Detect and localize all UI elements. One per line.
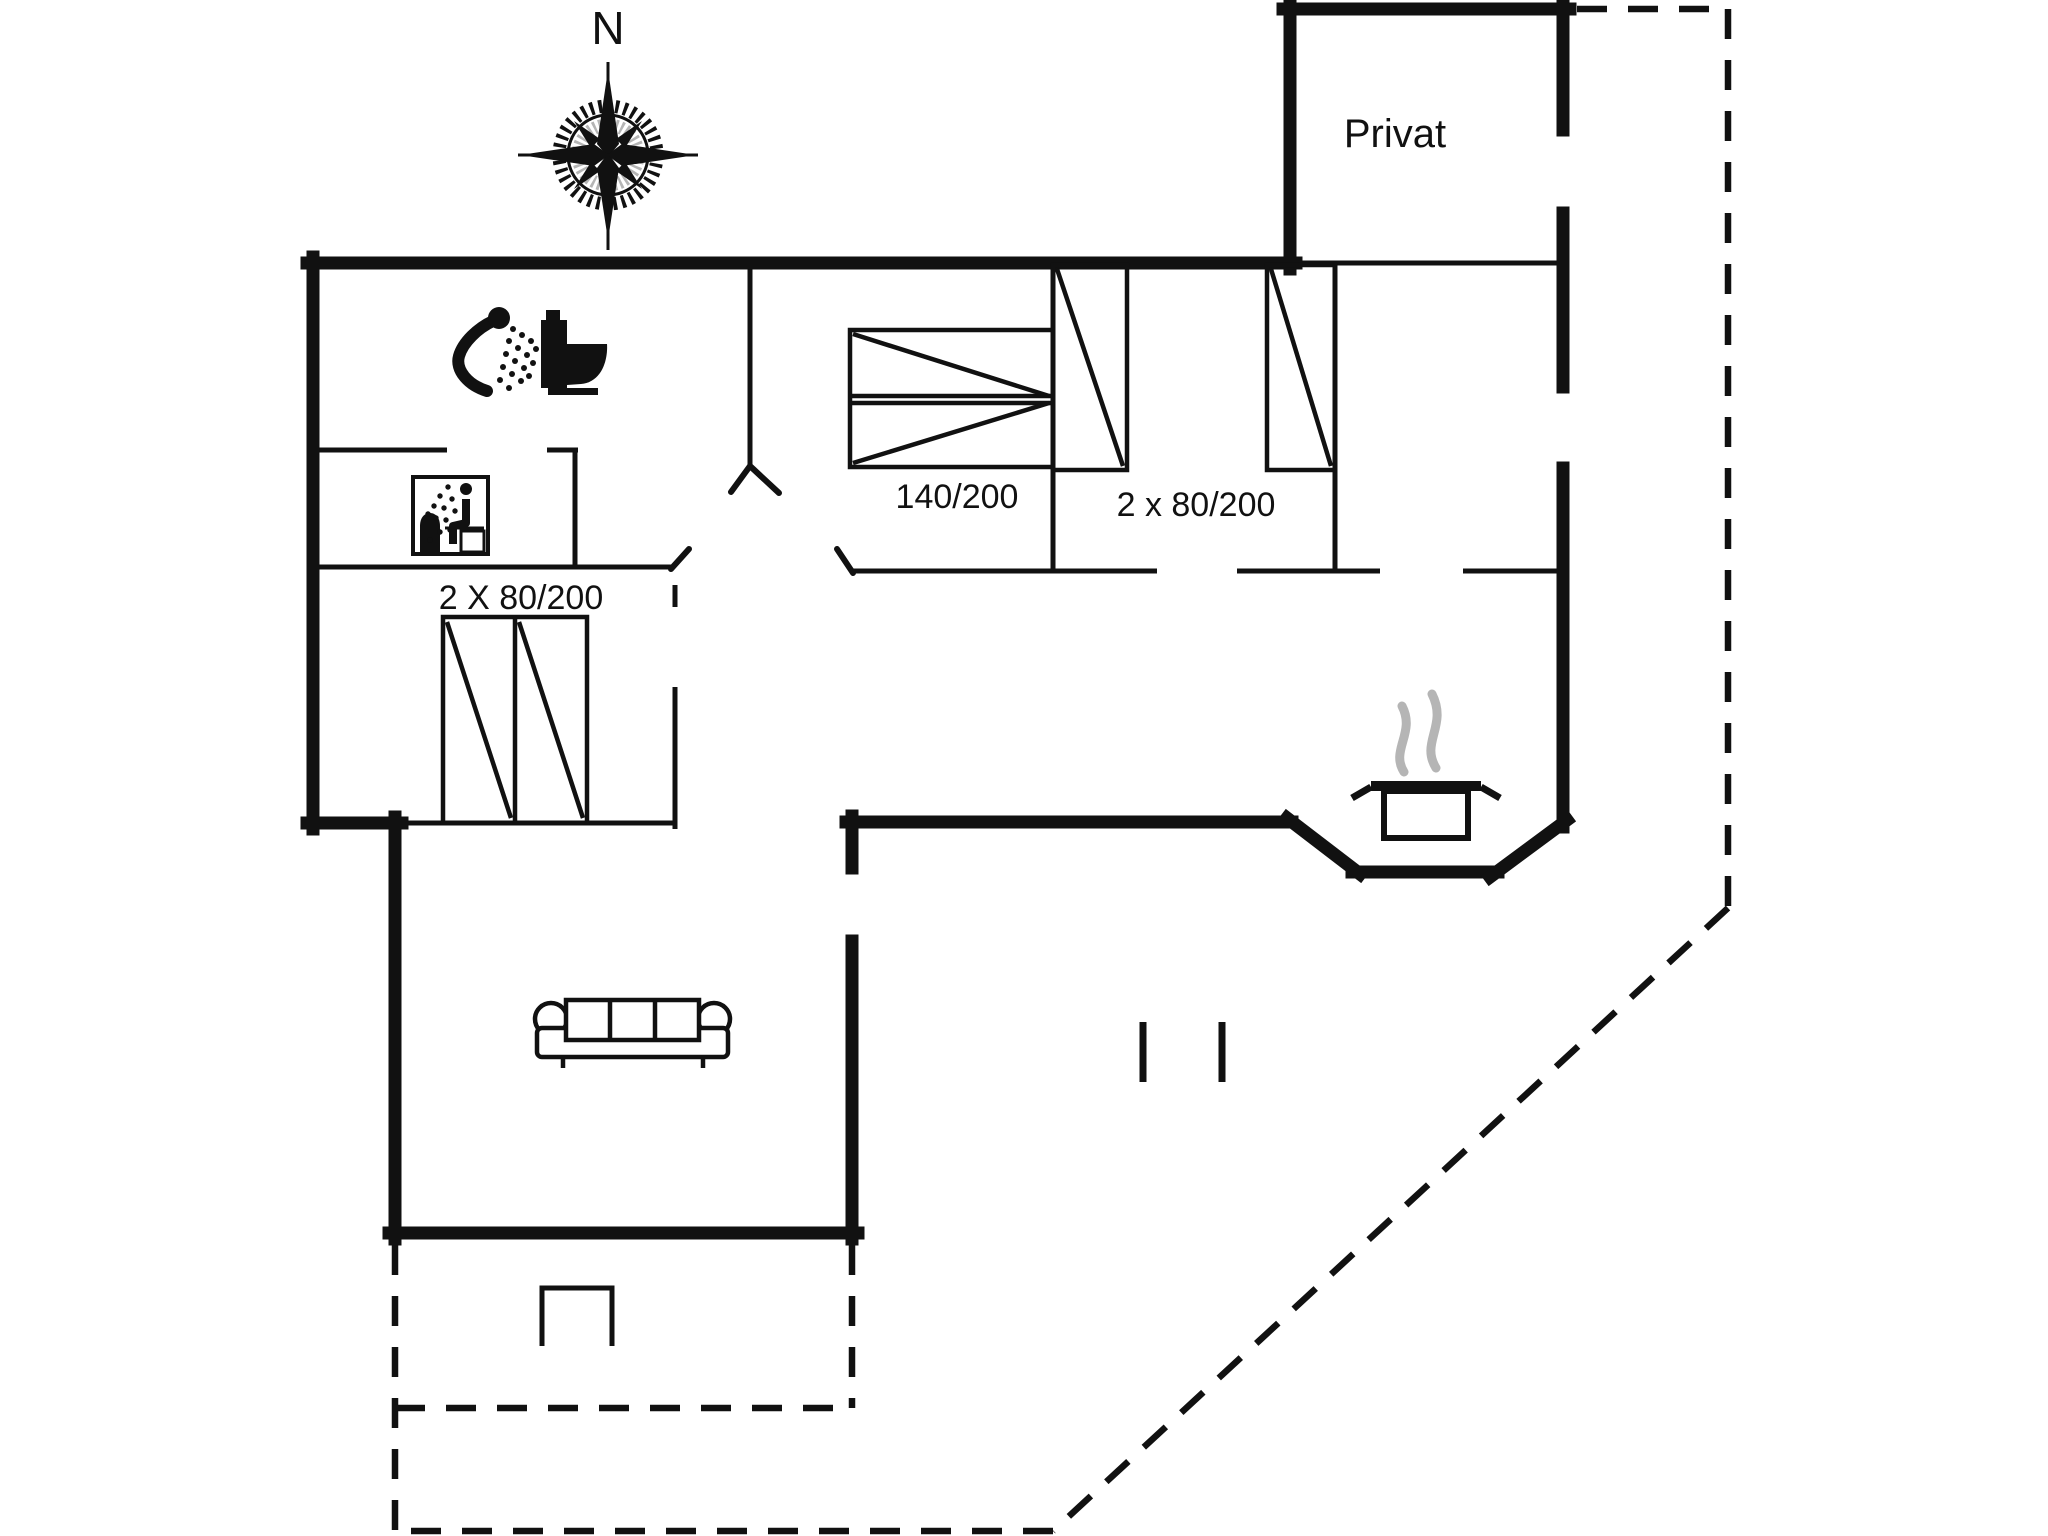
- steam-icon: [1395, 689, 1442, 777]
- toilet-icon: [541, 310, 608, 395]
- bed-twin-right-label: 2 x 80/200: [1117, 486, 1276, 524]
- bed-double-label: 140/200: [896, 478, 1019, 516]
- cooking-pot-icon: [1350, 781, 1502, 841]
- grill-icon: [539, 1285, 615, 1346]
- double-bed-icon: [847, 327, 1056, 470]
- dining-door-marks: [1139, 1022, 1226, 1082]
- north-label: N: [591, 2, 624, 54]
- interior-walls: [313, 263, 1563, 829]
- privat-label: Privat: [1344, 112, 1446, 156]
- terrace-dashed-boundary: [391, 5, 1732, 1535]
- shower-icon: [452, 307, 539, 397]
- sofa-icon: [532, 997, 733, 1068]
- outer-walls: [300, 206, 1577, 1246]
- bed-twin-left-label: 2 X 80/200: [439, 579, 603, 617]
- twin-beds-right-icon: [1050, 262, 1338, 473]
- compass-rose-icon: [518, 62, 698, 250]
- sauna-icon: [411, 475, 490, 556]
- twin-beds-left-icon: [440, 614, 590, 826]
